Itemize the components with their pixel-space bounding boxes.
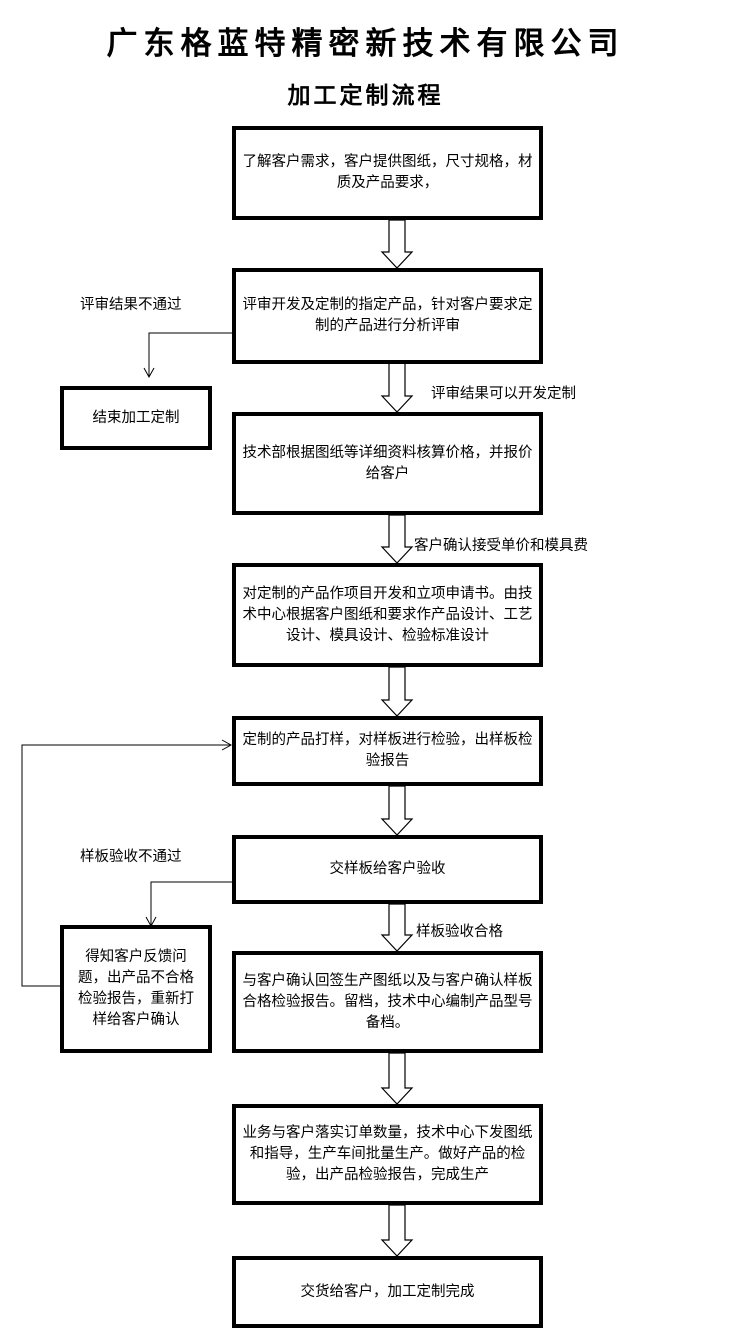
connector-sample-fail	[150, 881, 234, 925]
arrow-down-2	[380, 362, 414, 413]
connector-review-fail	[148, 332, 234, 376]
feedback-box: 得知客户反馈问题，出产品不合格检验报告，重新打样给客户确认	[60, 925, 212, 1053]
step-requirements: 了解客户需求，客户提供图纸，尺寸规格，材质及产品要求，	[232, 126, 543, 220]
step-delivery: 交货给客户，加工定制完成	[232, 1256, 543, 1328]
company-title: 广东格蓝特精密新技术有限公司	[106, 26, 625, 62]
step-project-design: 对定制的产品作项目开发和立项申请书。由技术中心根据客户图纸和要求作产品设计、工艺…	[232, 563, 543, 667]
arrow-down-6	[380, 903, 414, 952]
label-sample-fail: 样板验收不通过	[80, 849, 182, 865]
arrow-down-8	[380, 1204, 414, 1257]
step-review: 评审开发及定制的指定产品，针对客户要求定制的产品进行分析评审	[232, 268, 543, 364]
arrow-down-5	[380, 785, 414, 836]
connector-feedback-loop	[21, 744, 231, 987]
label-sample-pass: 样板验收合格	[416, 924, 503, 940]
step-quotation: 技术部根据图纸等详细资料核算价格，并报价给客户	[232, 412, 543, 515]
label-review-pass: 评审结果可以开发定制	[431, 386, 576, 402]
arrow-down-7	[380, 1052, 414, 1105]
step-confirm-drawings: 与客户确认回签生产图纸以及与客户确认样板合格检验报告。留档，技术中心编制产品型号…	[232, 951, 543, 1053]
label-customer-accept: 客户确认接受单价和模具费	[414, 538, 588, 554]
step-sample-acceptance: 交样板给客户验收	[232, 835, 543, 904]
step-mass-production: 业务与客户落实订单数量，技术中心下发图纸和指导，生产车间批量生产。做好产品的检验…	[232, 1104, 543, 1205]
end-custom-box: 结束加工定制	[60, 386, 212, 450]
step-sampling: 定制的产品打样，对样板进行检验，出样板检验报告	[232, 716, 543, 786]
arrow-down-1	[380, 219, 414, 269]
arrow-down-4	[380, 666, 414, 717]
label-review-fail: 评审结果不通过	[80, 297, 182, 313]
arrow-down-3	[380, 514, 414, 564]
page-title: 加工定制流程	[287, 82, 444, 109]
